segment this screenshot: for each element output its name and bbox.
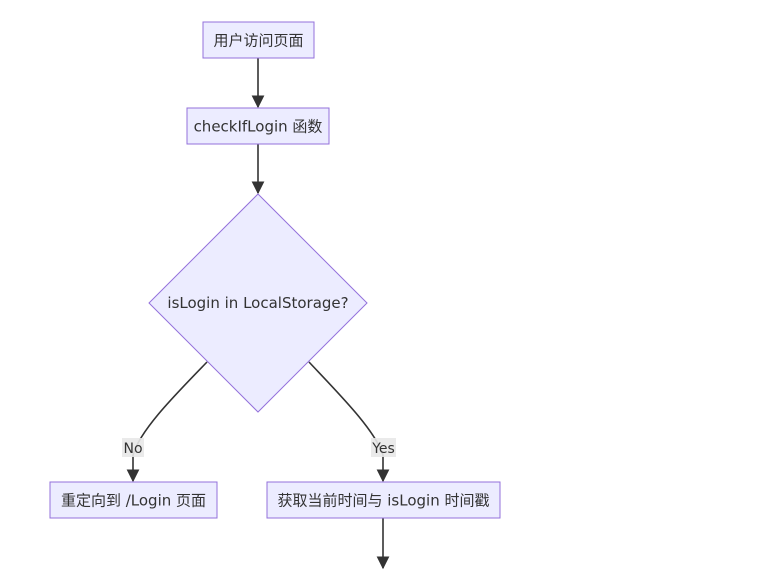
node-check-if-login: checkIfLogin 函数 bbox=[186, 107, 330, 145]
edge-label-yes: Yes bbox=[371, 438, 396, 457]
edge-label-no: No bbox=[122, 438, 144, 457]
node-decision: isLogin in LocalStorage? bbox=[148, 193, 368, 413]
node-check-if-login-label: checkIfLogin 函数 bbox=[194, 118, 323, 136]
node-decision-label: isLogin in LocalStorage? bbox=[167, 294, 348, 312]
edge-decision-no bbox=[126, 361, 208, 483]
node-redirect: 重定向到 /Login 页面 bbox=[49, 481, 218, 519]
edge-decision-yes bbox=[308, 361, 390, 483]
node-visit-page: 用户访问页面 bbox=[202, 21, 315, 59]
edge-label-no-text: No bbox=[123, 441, 142, 457]
node-visit-page-label: 用户访问页面 bbox=[213, 32, 303, 50]
node-get-timestamp-label: 获取当前时间与 isLogin 时间戳 bbox=[278, 492, 490, 510]
node-redirect-label: 重定向到 /Login 页面 bbox=[61, 492, 206, 510]
node-get-timestamp: 获取当前时间与 isLogin 时间戳 bbox=[266, 481, 501, 519]
edge-label-yes-text: Yes bbox=[371, 441, 395, 457]
